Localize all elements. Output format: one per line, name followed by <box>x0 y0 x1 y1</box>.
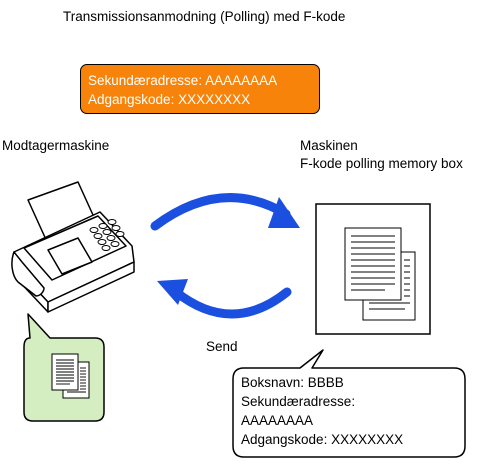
info-bubble <box>232 349 466 458</box>
machine-label-line2: F-kode polling memory box <box>300 156 463 171</box>
secondary-address-line: Sekundæradresse: AAAAAAAA <box>88 73 278 88</box>
document-stack-icon <box>51 353 90 399</box>
passcode-line: Adgangskode: XXXXXXXX <box>88 92 251 107</box>
curved-arrow-icon <box>150 193 300 231</box>
box-secondary-address-line: Sekundæradresse: <box>241 394 356 409</box>
box-passcode-line: Adgangskode: XXXXXXXX <box>241 432 404 447</box>
machine-label: Maskinen F-kode polling memory box <box>300 137 463 173</box>
curved-arrow-icon <box>157 279 292 319</box>
box-secondary-address-value: AAAAAAAA <box>241 413 314 428</box>
polling-request-box: Sekundæradresse: AAAAAAAA Adgangskode: X… <box>80 64 320 114</box>
document-stack-icon <box>344 227 416 321</box>
receiver-label: Modtagermaskine <box>2 138 110 153</box>
box-info-text: Boksnavn: BBBB Sekundæradresse: AAAAAAAA… <box>241 373 403 449</box>
fax-machine-icon <box>11 181 135 313</box>
diagram-title: Transmissionsanmodning (Polling) med F-k… <box>63 9 346 24</box>
machine-label-line1: Maskinen <box>300 138 358 153</box>
send-label: Send <box>206 339 238 354</box>
box-name-line: Boksnavn: BBBB <box>241 375 344 390</box>
